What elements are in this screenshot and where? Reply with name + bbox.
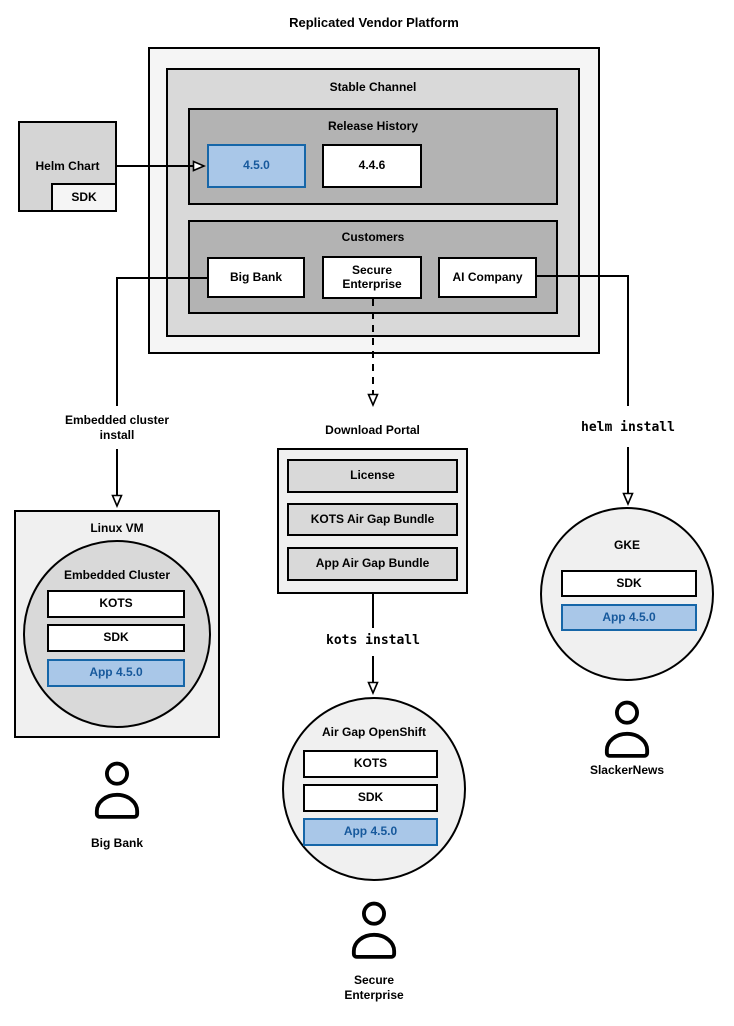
- slackernews-user-label: SlackerNews: [589, 763, 665, 777]
- secure-enterprise-user-label: Secure Enterprise: [344, 973, 404, 1002]
- release-history-label: Release History: [327, 119, 419, 133]
- air-gap-openshift-label: Air Gap OpenShift: [321, 725, 426, 739]
- release-4-4-6-box: 4.4.6: [322, 144, 422, 188]
- linux-vm-label: Linux VM: [90, 521, 144, 535]
- openshift-kots-box: KOTS: [303, 750, 438, 778]
- release-4-5-0-box: 4.5.0: [207, 144, 306, 188]
- user-icon-secure-enterprise: [351, 901, 397, 959]
- user-icon-slackernews: [604, 700, 650, 758]
- customer-ai-company-box: AI Company: [438, 257, 537, 298]
- kots-air-gap-bundle-box: KOTS Air Gap Bundle: [287, 503, 458, 536]
- customers-label: Customers: [341, 230, 405, 244]
- stable-channel-label: Stable Channel: [329, 80, 417, 94]
- helm-chart-sdk-box: SDK: [51, 183, 117, 212]
- embedded-sdk-box: SDK: [47, 624, 185, 652]
- gke-app-box: App 4.5.0: [561, 604, 697, 631]
- download-portal-label: Download Portal: [325, 423, 420, 437]
- diagram-title: Replicated Vendor Platform: [289, 15, 459, 30]
- big-bank-user-label: Big Bank: [90, 836, 143, 850]
- kots-install-label: kots install: [303, 633, 443, 650]
- embedded-cluster-install-label: Embedded cluster install: [57, 413, 177, 443]
- app-air-gap-bundle-box: App Air Gap Bundle: [287, 547, 458, 581]
- openshift-app-box: App 4.5.0: [303, 818, 438, 846]
- helm-install-label: helm install: [558, 420, 698, 437]
- customer-big-bank-box: Big Bank: [207, 257, 305, 298]
- gke-sdk-box: SDK: [561, 570, 697, 597]
- helm-chart-label: Helm Chart: [35, 159, 100, 173]
- gke-label: GKE: [613, 538, 640, 552]
- license-box: License: [287, 459, 458, 493]
- user-icon-big-bank: [94, 761, 140, 819]
- openshift-sdk-box: SDK: [303, 784, 438, 812]
- embedded-kots-box: KOTS: [47, 590, 185, 618]
- customer-secure-enterprise-box: Secure Enterprise: [322, 256, 422, 299]
- embedded-app-box: App 4.5.0: [47, 659, 185, 687]
- embedded-cluster-label: Embedded Cluster: [63, 568, 171, 582]
